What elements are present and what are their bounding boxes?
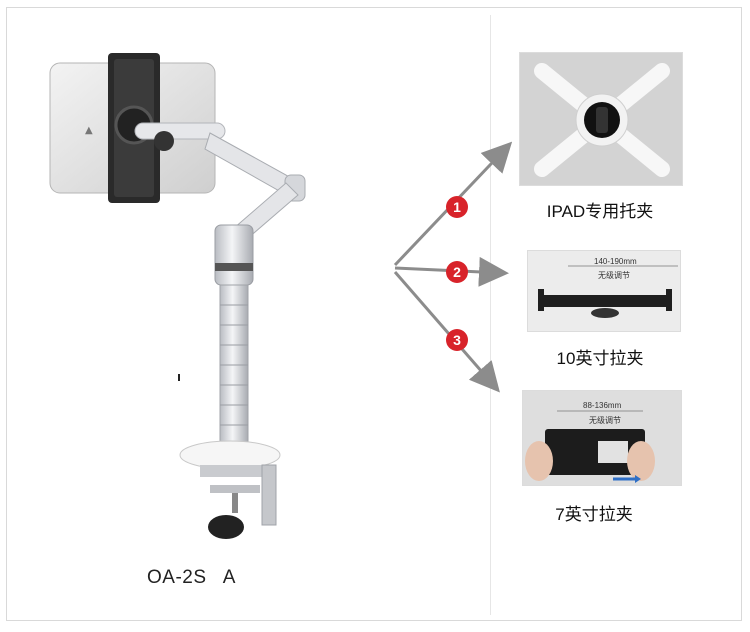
product-illustration: ▲	[49, 53, 306, 539]
section-divider	[490, 15, 491, 615]
ten-inch-clip-photo: 140-190mm 无级调节	[527, 250, 681, 332]
mark	[178, 374, 180, 381]
image-frame	[6, 7, 742, 621]
ipad-holder-photo	[519, 52, 683, 186]
svg-text:▲: ▲	[85, 125, 93, 136]
option-3-badge: 3	[446, 329, 468, 351]
range-label: 88-136mm	[583, 401, 622, 410]
option-1-label: IPAD专用托夹	[546, 202, 654, 221]
range-label: 140-190mm	[594, 257, 637, 266]
option-2-label: 10英寸拉夹	[556, 349, 644, 368]
note-label: 无级调节	[589, 416, 621, 425]
option-3-label: 7英寸拉夹	[555, 505, 633, 524]
option-1-badge: 1	[446, 196, 468, 218]
seven-inch-clip-photo: 88-136mm 无级调节	[522, 390, 682, 486]
note-label: 无级调节	[598, 271, 630, 280]
option-2-badge: 2	[446, 261, 468, 283]
model-label: OA-2S A	[147, 567, 236, 588]
